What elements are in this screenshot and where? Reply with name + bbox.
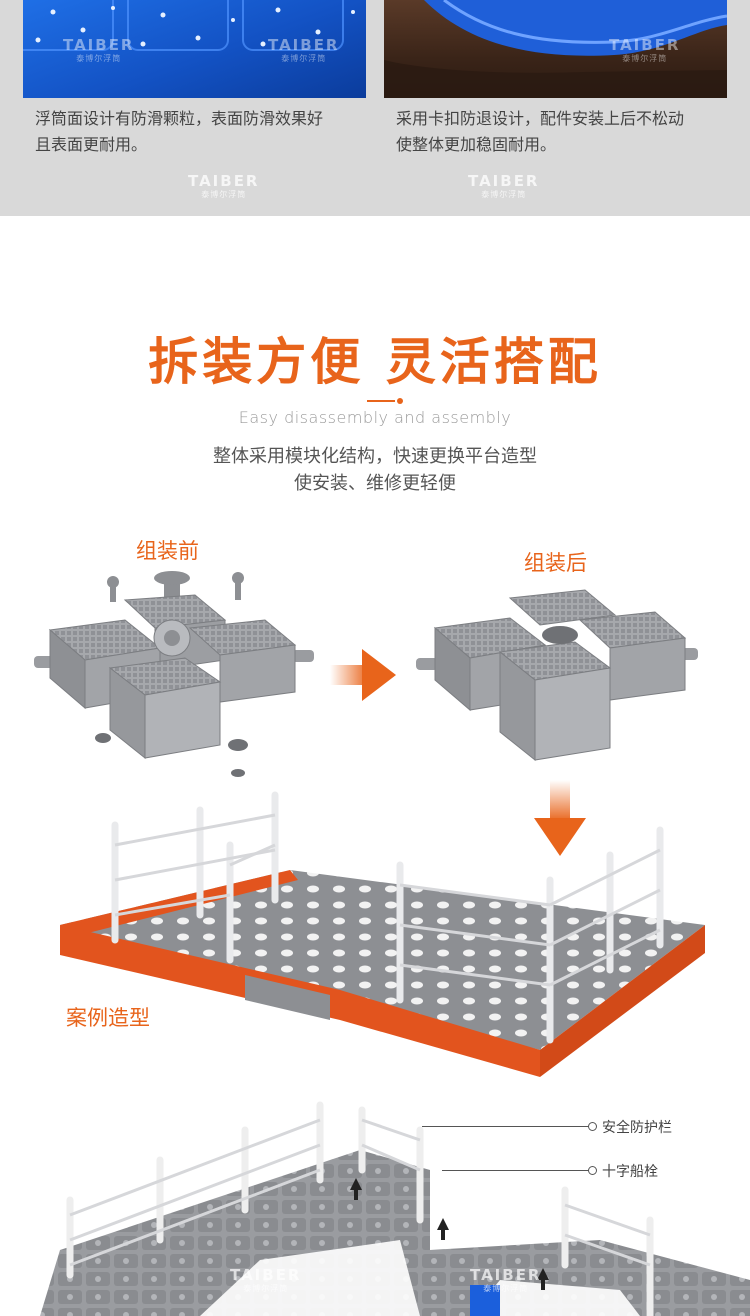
dock-layout-illustration xyxy=(40,1101,750,1316)
callout-line xyxy=(422,1126,592,1127)
arrow-down-icon xyxy=(534,780,586,856)
section-subtitle: Easy disassembly and assembly xyxy=(238,408,512,427)
callout-dot xyxy=(588,1166,597,1175)
exploded-float-module xyxy=(34,571,314,777)
feature-description: 采用卡扣防退设计，配件安装上后不松动 使整体更加稳固耐用。 xyxy=(396,109,685,154)
title-underline-dot xyxy=(397,398,403,404)
callout-line xyxy=(442,1170,592,1171)
callout-railing-label: 安全防护栏 xyxy=(602,1120,672,1136)
title-underline xyxy=(367,400,395,402)
assembled-float-module xyxy=(416,589,698,762)
label-before-assembly: 组装前 xyxy=(136,539,199,563)
arrow-right-icon xyxy=(330,649,396,701)
section-title: 拆装方便 灵活搭配 xyxy=(148,332,602,391)
section-description: 整体采用模块化结构，快速更换平台造型 使安装、维修更轻便 xyxy=(213,446,537,494)
anti-slip-surface-illustration xyxy=(23,0,355,51)
clip-lock-illustration xyxy=(384,0,727,98)
label-example-layout: 案例造型 xyxy=(66,1006,150,1030)
feature-description: 浮筒面设计有防滑颗粒，表面防滑效果好 且表面更耐用。 xyxy=(35,109,324,154)
example-platform-illustration xyxy=(60,791,705,1077)
callout-bollard-label: 十字船栓 xyxy=(602,1164,658,1180)
callout-dot xyxy=(588,1122,597,1131)
label-after-assembly: 组装后 xyxy=(524,551,587,575)
